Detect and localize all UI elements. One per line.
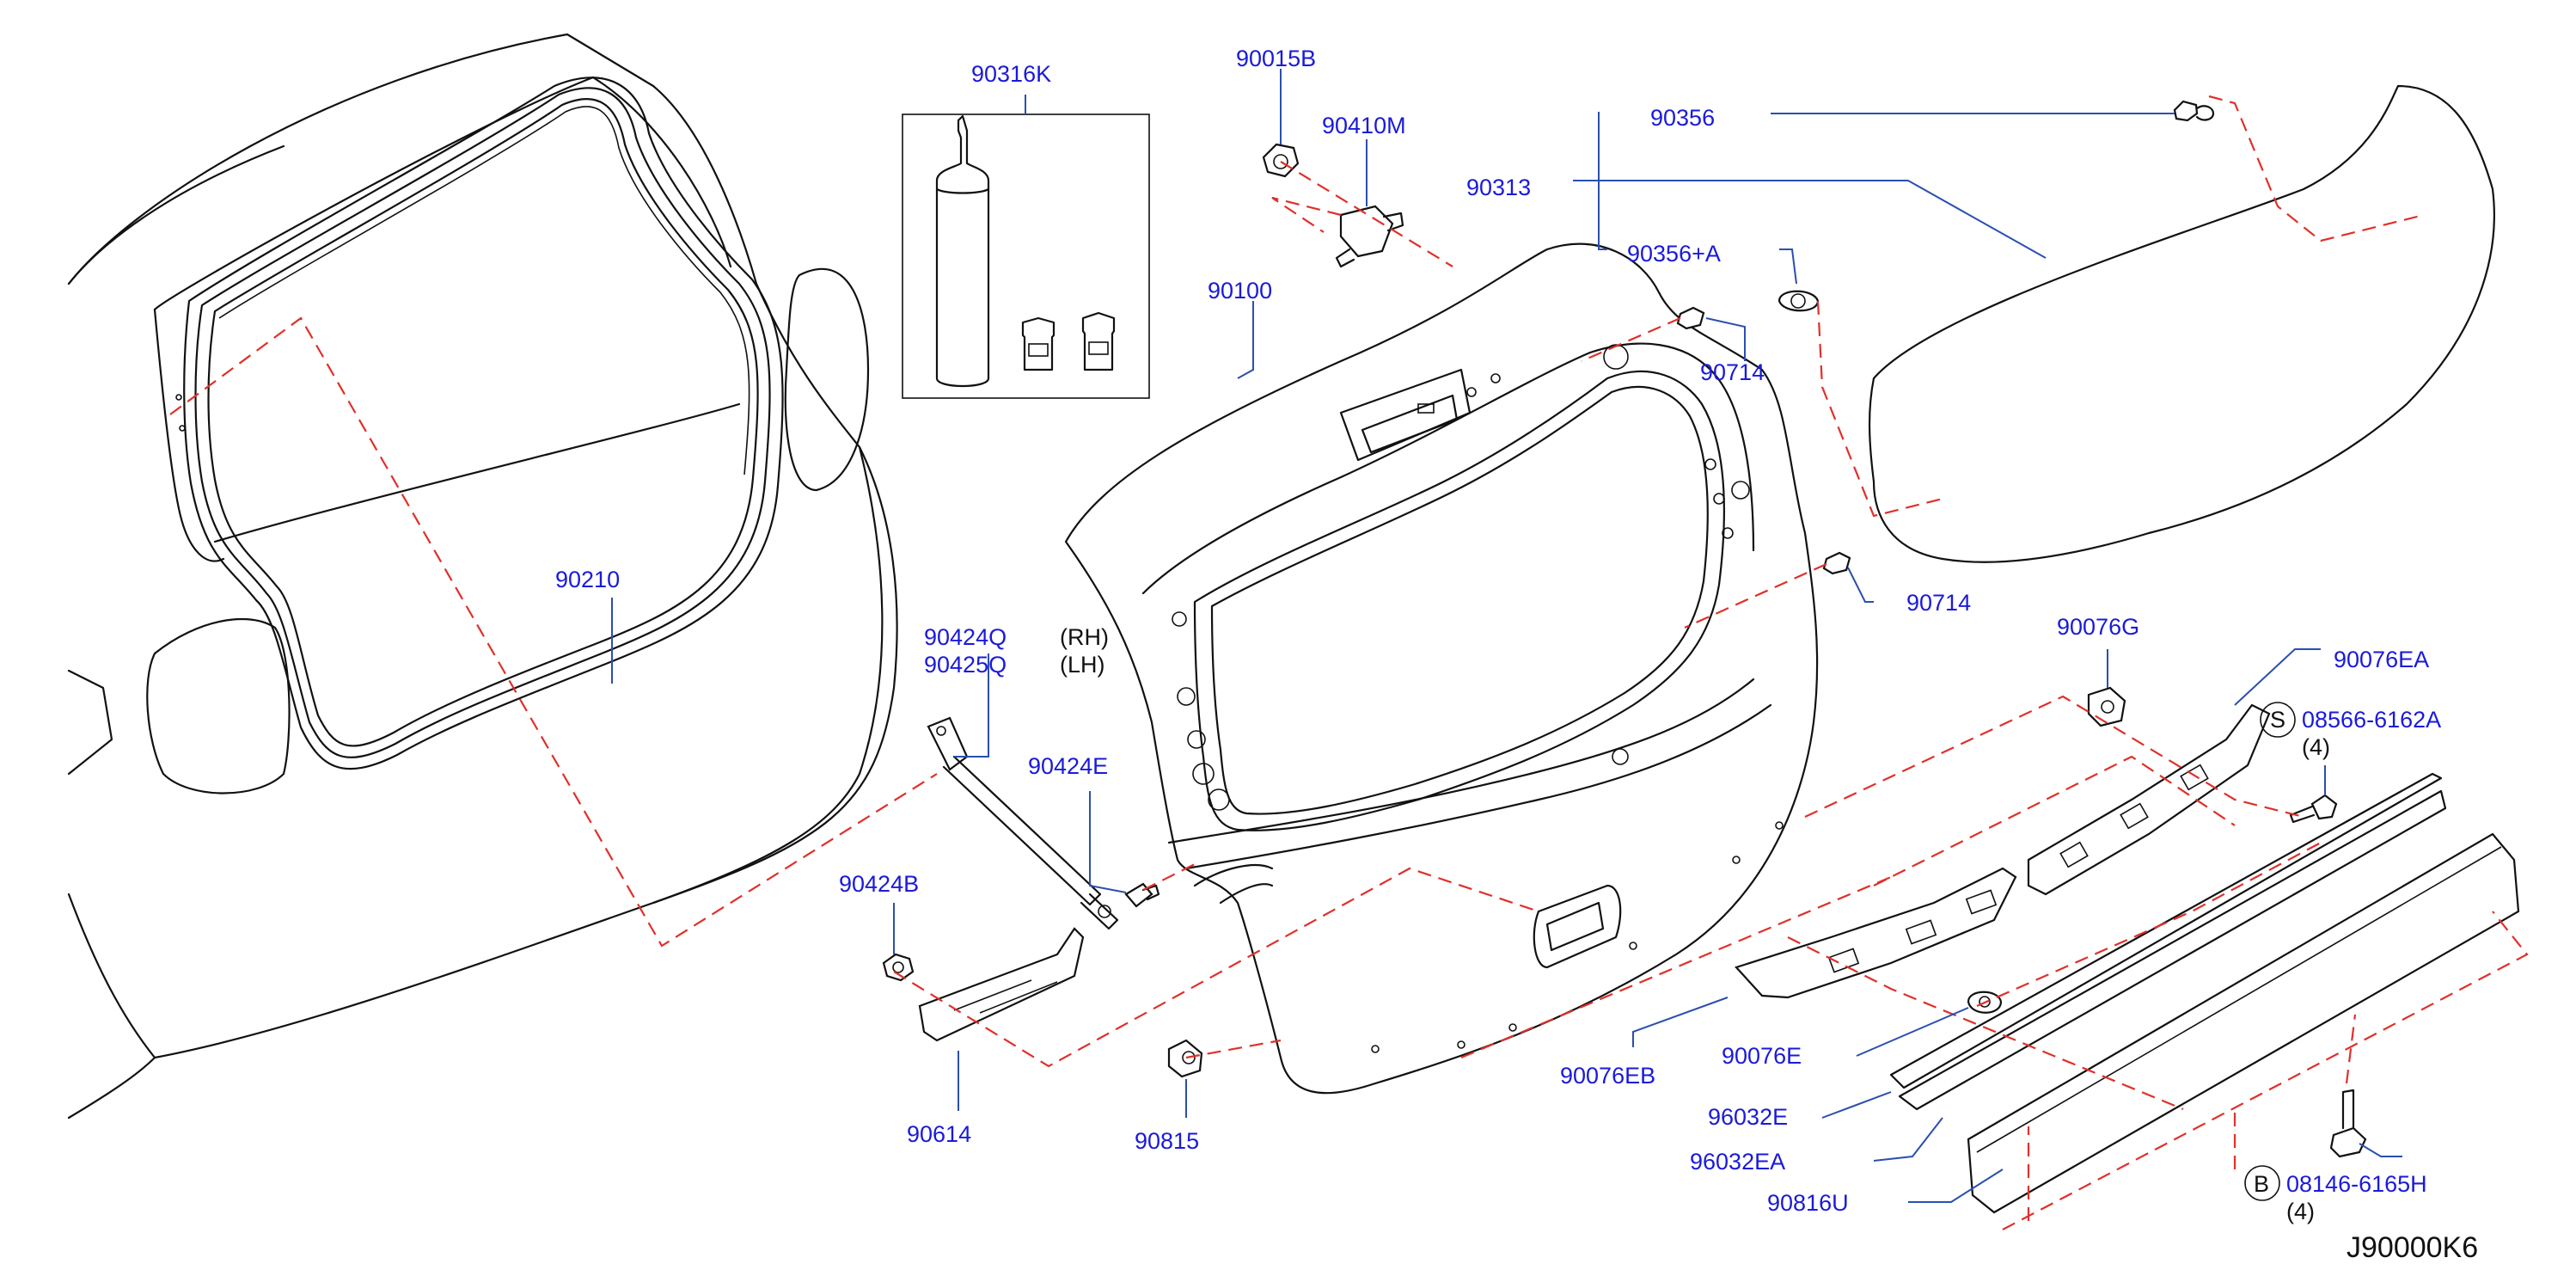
back-glass <box>1868 84 2495 563</box>
molding-96032EA <box>1898 789 2447 1111</box>
label-90100: 90100 <box>1208 278 1272 304</box>
label-lh: (LH) <box>1060 652 1105 678</box>
bracket-90614 <box>918 927 1085 1042</box>
label-90714-lower: 90714 <box>1906 590 1971 616</box>
finisher-90816U <box>1967 832 2520 1214</box>
nut-90424B <box>882 953 915 982</box>
label-90425Q: 90425Q <box>924 652 1007 678</box>
label-90015B: 90015B <box>1236 46 1316 71</box>
label-90614: 90614 <box>907 1121 971 1147</box>
label-90714-upper: 90714 <box>1700 359 1765 385</box>
label-90424B: 90424B <box>839 871 919 897</box>
diagram-reference-code: J90000K6 <box>2347 1231 2478 1264</box>
stopper-90714-upper <box>1676 306 1705 330</box>
bolt-08146 <box>2329 1089 2367 1158</box>
label-rh: (RH) <box>1060 624 1109 650</box>
label-90316K: 90316K <box>971 61 1051 87</box>
molding-96032E <box>1889 772 2443 1089</box>
clip-90356A <box>1778 290 1820 312</box>
label-08146-6165H: 08146-6165H <box>2286 1171 2427 1197</box>
reference-lines <box>169 95 2529 1230</box>
grommet-90015B <box>1262 143 1300 178</box>
bracket-90076EA <box>2027 703 2271 896</box>
screw-08566 <box>2289 794 2338 824</box>
label-90076EA: 90076EA <box>2334 647 2429 672</box>
ball-stud-90424E <box>1124 882 1160 908</box>
stopper-90714-lower <box>1822 551 1851 575</box>
label-08566-6162A: 08566-6162A <box>2302 707 2441 733</box>
label-90210: 90210 <box>555 567 620 592</box>
label-90410M: 90410M <box>1322 113 1406 138</box>
label-96032EA: 96032EA <box>1690 1149 1785 1175</box>
badge-s: S <box>2270 707 2285 733</box>
bracket-90076EB <box>1735 867 2017 999</box>
bumper-90815 <box>1167 1039 1203 1078</box>
clip-90076G <box>2087 686 2126 727</box>
vehicle-body-outline <box>67 33 898 1120</box>
leader-lines <box>611 69 2402 1203</box>
tailgate-panel <box>1064 242 1819 1095</box>
label-90424Q: 90424Q <box>924 624 1007 650</box>
label-90815: 90815 <box>1135 1128 1199 1154</box>
switch-90410M <box>1335 205 1404 268</box>
label-90816U: 90816U <box>1767 1190 1849 1216</box>
label-qty-08146: (4) <box>2286 1199 2315 1224</box>
badge-s-circle <box>2260 702 2296 738</box>
label-90076E: 90076E <box>1722 1043 1802 1069</box>
label-90356: 90356 <box>1650 105 1715 131</box>
label-qty-08566: (4) <box>2302 734 2330 760</box>
glass-bond-kit <box>902 113 1150 399</box>
label-90076EB: 90076EB <box>1560 1063 1655 1089</box>
badge-b-circle <box>2244 1165 2280 1201</box>
label-90356A: 90356+A <box>1627 241 1721 267</box>
label-90424E: 90424E <box>1028 753 1108 779</box>
clip-90356 <box>2173 100 2215 122</box>
badge-b: B <box>2254 1171 2269 1197</box>
label-90313: 90313 <box>1466 175 1531 200</box>
label-96032E: 96032E <box>1708 1104 1788 1130</box>
label-90076G: 90076G <box>2057 614 2139 640</box>
